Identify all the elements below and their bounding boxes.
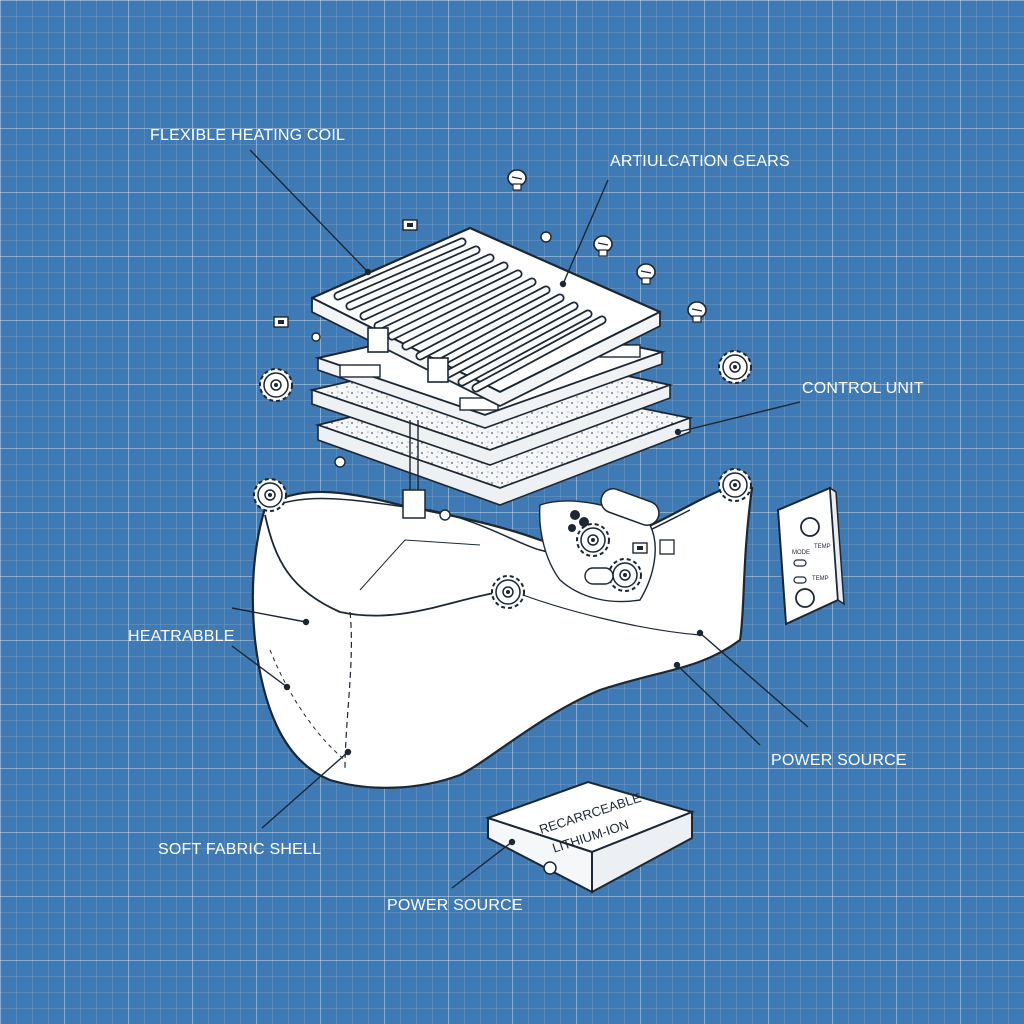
gear-icon: [718, 350, 752, 384]
screw-icon: [636, 263, 656, 285]
gear-icon: [259, 368, 293, 402]
soft-fabric-shell: [251, 468, 754, 789]
layer-stack: [308, 226, 694, 519]
remote-label-temp-bottom: TEMP: [812, 576, 829, 582]
inner-electronics: [538, 488, 675, 603]
label-power-source-bottom: POWER SOURCE: [387, 897, 523, 914]
chip-icon: [402, 219, 418, 231]
remote-label-temp-top: TEMP: [814, 544, 831, 550]
leader-lines: [231, 149, 809, 889]
screw-icon: [687, 301, 707, 323]
gear-icon: [253, 478, 287, 512]
remote-label-mode: MODE: [792, 550, 810, 556]
gear-icon: [718, 468, 752, 502]
label-control-unit: CONTROL UNIT: [802, 380, 924, 397]
label-soft-fabric-shell: SOFT FABRIC SHELL: [158, 841, 322, 858]
heating-coil-pad: [310, 226, 662, 408]
screw-icon: [507, 169, 527, 191]
label-articulation-gears: ARTIULCATION GEARS: [610, 153, 790, 170]
gear-icon: [491, 575, 525, 609]
screw-icon: [593, 235, 613, 257]
label-heatrabble: HEATRABBLE: [128, 628, 235, 645]
lithium-ion-battery: RECARRCEABLE LITHIUM-ION: [484, 780, 696, 894]
label-power-source-right: POWER SOURCE: [771, 752, 907, 769]
articulation-gears: [259, 169, 752, 521]
control-unit-remote: MODE TEMP TEMP: [776, 486, 845, 626]
chip-icon: [273, 316, 289, 328]
label-flexible-heating-coil: FLEXIBLE HEATING COIL: [150, 127, 346, 144]
